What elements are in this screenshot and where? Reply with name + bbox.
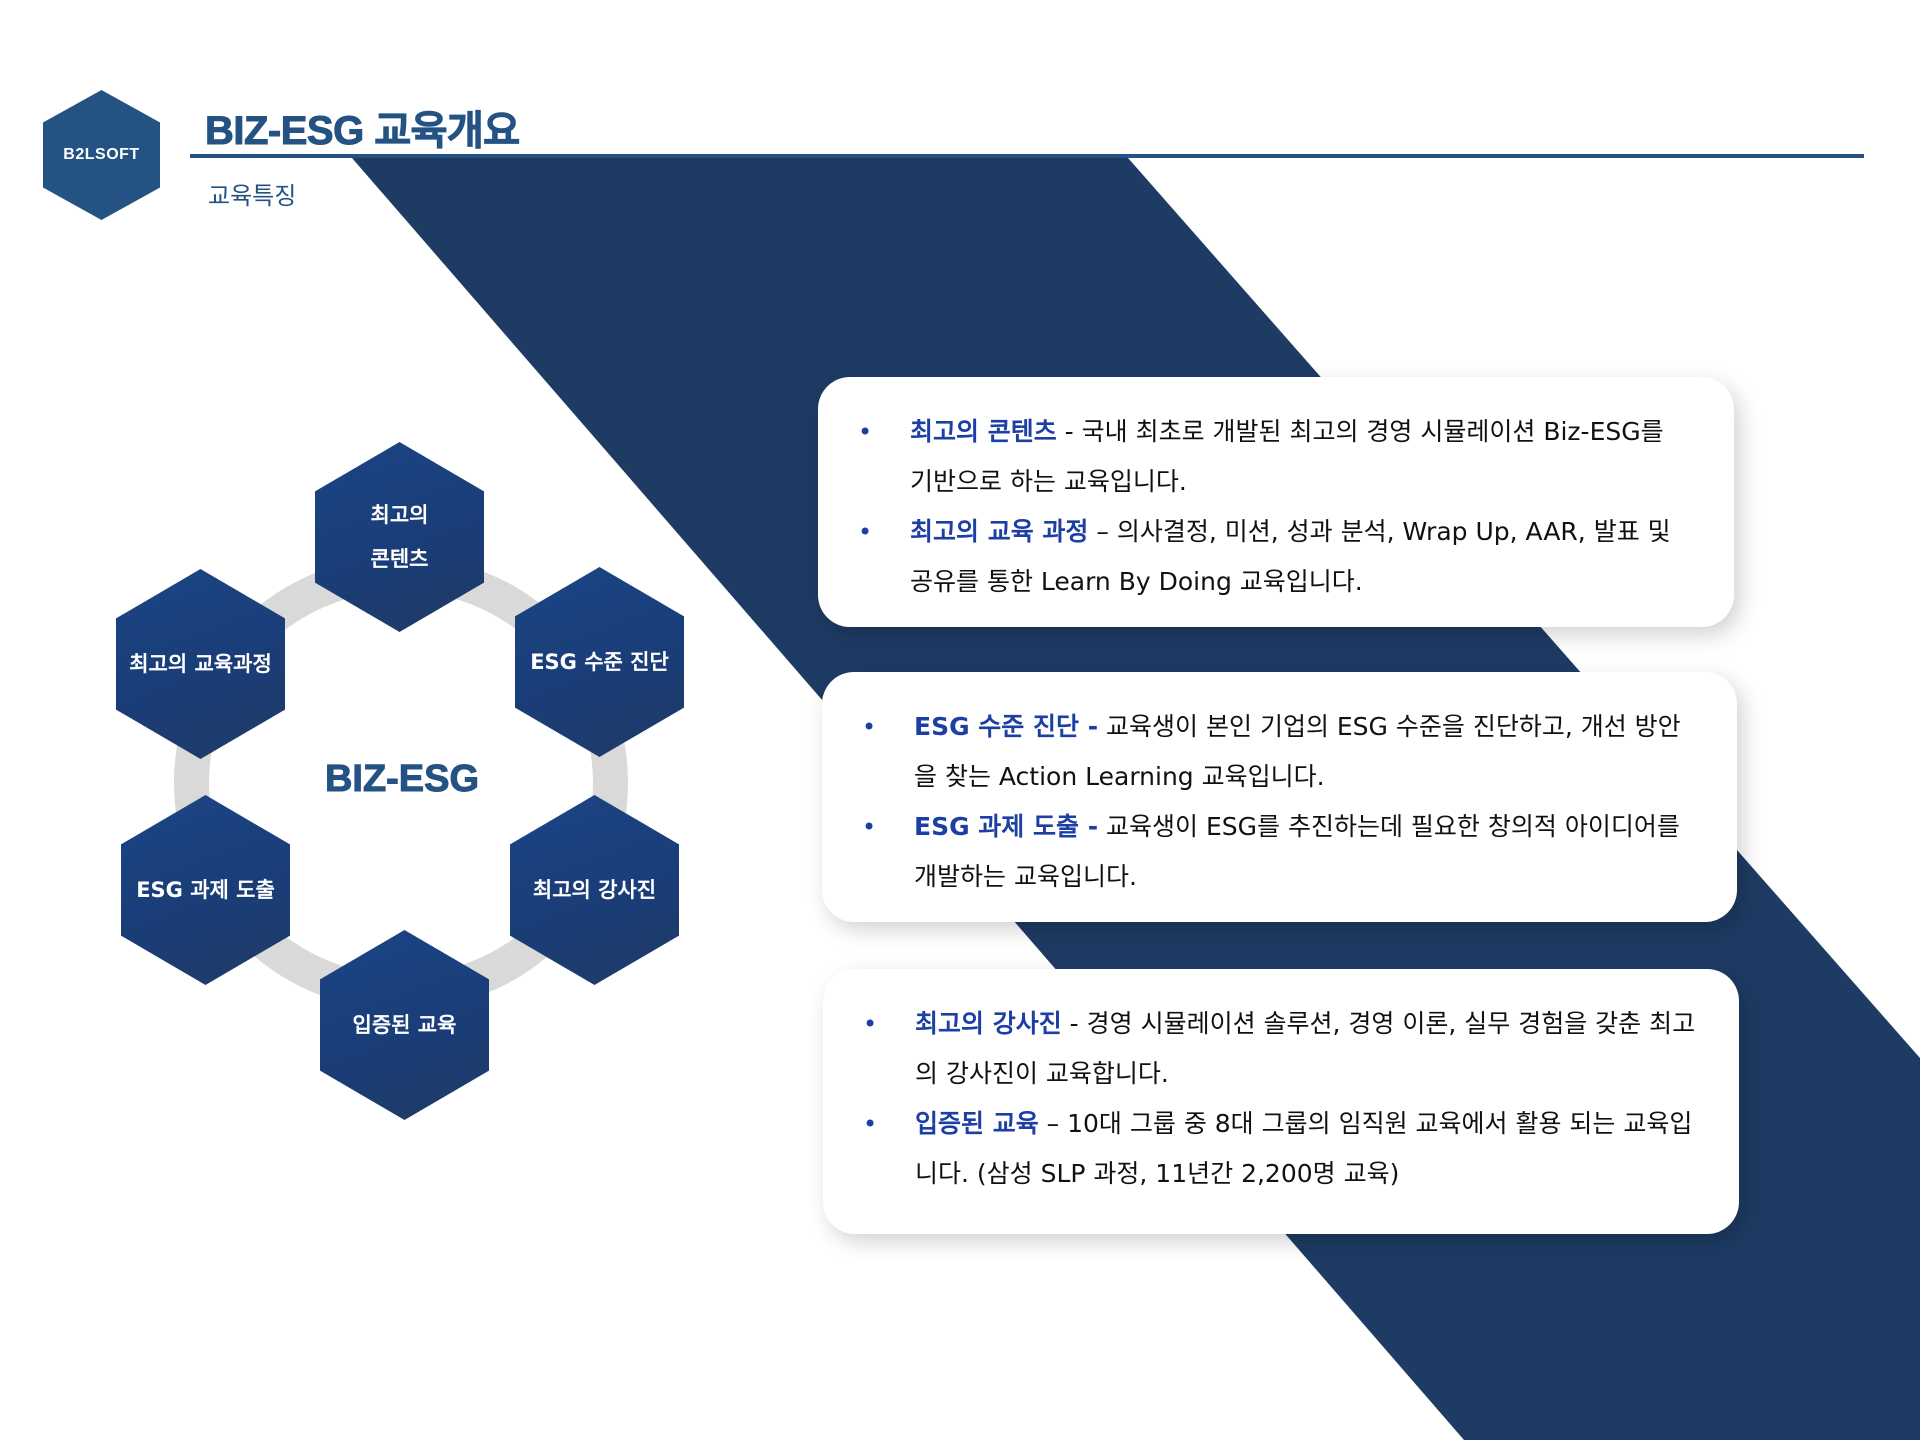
bullet-icon: • — [858, 418, 873, 446]
feature-description: 경영 시뮬레이션 솔루션, 경영 이론, 실무 경험을 갖춘 최고의 강사진이 … — [915, 1009, 1696, 1088]
feature-separator: - — [1061, 1009, 1087, 1038]
feature-separator: – — [1088, 517, 1117, 546]
feature-card-3: • 최고의 강사진 - 경영 시뮬레이션 솔루션, 경영 이론, 실무 경험을 … — [823, 969, 1739, 1234]
feature-description: 교육생이 ESG를 추진하는데 필요한 창의적 아이디어를 개발하는 교육입니다… — [914, 812, 1680, 891]
feature-label: 최고의 교육 과정 — [910, 517, 1089, 546]
hex-node-label: 입증된 교육 — [352, 1013, 457, 1037]
feature-separator: - — [1056, 417, 1082, 446]
bullet-icon: • — [863, 1010, 878, 1038]
hex-node-label: 최고의 교육과정 — [129, 652, 272, 676]
bullet-icon: • — [858, 518, 873, 546]
page-title: BIZ-ESG 교육개요 — [205, 109, 521, 154]
hex-node-label: 최고의 — [370, 503, 429, 527]
feature-description: 10대 그룹 중 8대 그룹의 임직원 교육에서 활용 되는 교육입니다. (삼… — [915, 1109, 1693, 1188]
feature-label: 입증된 교육 — [915, 1109, 1039, 1138]
feature-separator — [1098, 712, 1106, 741]
feature-label: 최고의 콘텐츠 — [910, 417, 1057, 446]
bullet-icon: • — [862, 813, 877, 841]
hex-node-label: 최고의 강사진 — [532, 878, 657, 902]
hex-node-label: ESG 과제 도출 — [136, 878, 275, 902]
diagram-center-label: BIZ-ESG — [324, 758, 480, 801]
feature-separator — [1098, 812, 1106, 841]
bullet-icon: • — [863, 1110, 878, 1138]
header-divider — [190, 154, 1864, 158]
feature-card-1: • 최고의 콘텐츠 - 국내 최초로 개발된 최고의 경영 시뮬레이션 Biz-… — [818, 377, 1734, 627]
feature-item: • 최고의 강사진 - 경영 시뮬레이션 솔루션, 경영 이론, 실무 경험을 … — [863, 999, 1699, 1099]
bullet-icon: • — [862, 713, 877, 741]
feature-item: • 입증된 교육 – 10대 그룹 중 8대 그룹의 임직원 교육에서 활용 되… — [863, 1099, 1699, 1199]
feature-card-2: • ESG 수준 진단 - 교육생이 본인 기업의 ESG 수준을 진단하고, … — [822, 672, 1737, 922]
feature-label: ESG 수준 진단 - — [914, 712, 1099, 741]
feature-separator: – — [1038, 1109, 1068, 1138]
page-subtitle: 교육특징 — [208, 182, 297, 210]
logo-text: B2LSOFT — [63, 146, 140, 163]
feature-description: 교육생이 본인 기업의 ESG 수준을 진단하고, 개선 방안을 찾는 Acti… — [914, 712, 1681, 791]
feature-label: 최고의 강사진 — [915, 1009, 1062, 1038]
feature-description: 국내 최초로 개발된 최고의 경영 시뮬레이션 Biz-ESG를 기반으로 하는… — [910, 417, 1664, 496]
feature-description: 의사결정, 미션, 성과 분석, Wrap Up, AAR, 발표 및 공유를 … — [910, 517, 1671, 596]
hex-node-label: ESG 수준 진단 — [530, 650, 669, 674]
hex-node-label: 콘텐츠 — [370, 547, 429, 571]
feature-label: ESG 과제 도출 - — [914, 812, 1099, 841]
feature-item: • ESG 과제 도출 - 교육생이 ESG를 추진하는데 필요한 창의적 아이… — [862, 802, 1697, 902]
feature-item: • 최고의 콘텐츠 - 국내 최초로 개발된 최고의 경영 시뮬레이션 Biz-… — [858, 407, 1694, 507]
feature-item: • ESG 수준 진단 - 교육생이 본인 기업의 ESG 수준을 진단하고, … — [862, 702, 1697, 802]
feature-item: • 최고의 교육 과정 – 의사결정, 미션, 성과 분석, Wrap Up, … — [858, 507, 1694, 607]
